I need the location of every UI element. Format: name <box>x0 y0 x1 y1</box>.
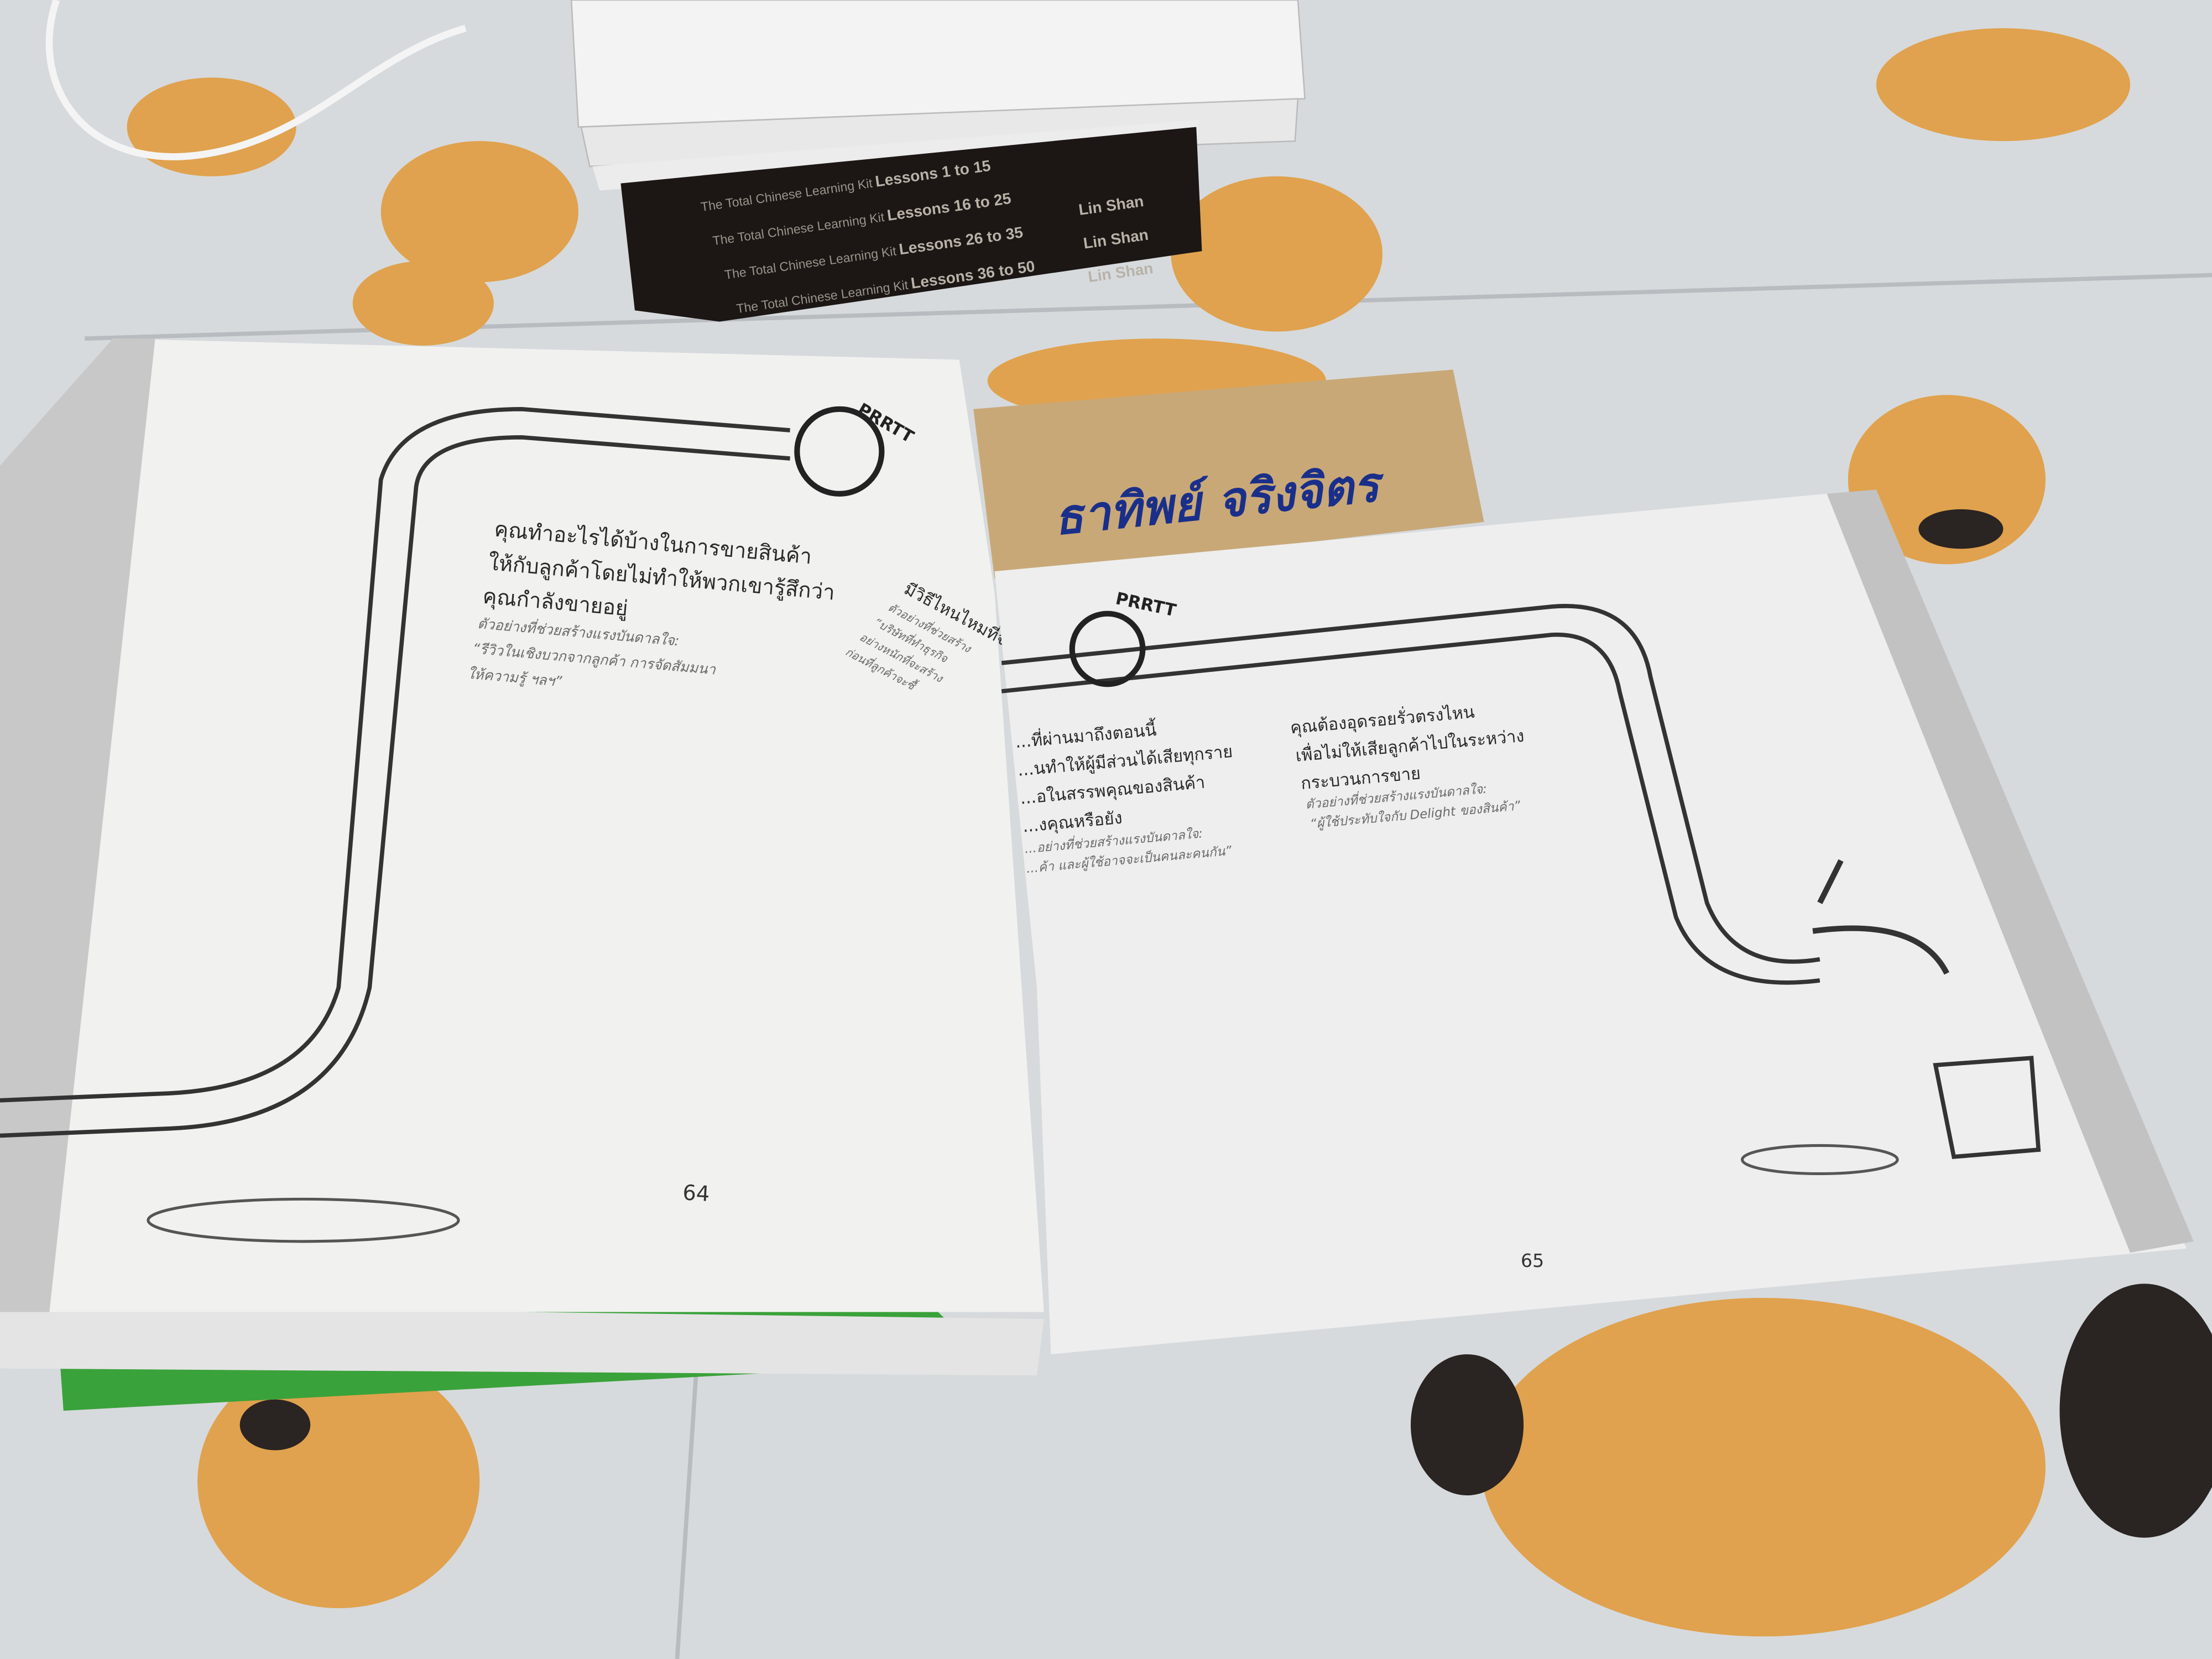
koi-spots <box>239 509 2212 1538</box>
page-number: 65 <box>1521 1250 1544 1271</box>
water-puddle <box>147 1197 460 1243</box>
right-page: PRRTT ...ที่ผ่านมาถึงตอนนี้ ...นทำให้ผู้… <box>994 489 2194 1354</box>
right-page-side-tab <box>1827 489 2194 1253</box>
water-glass-icon <box>1933 1056 2041 1159</box>
faucet-icon <box>1812 859 1949 975</box>
left-page-side-tab <box>0 338 155 1312</box>
page-block <box>0 1305 1044 1376</box>
valve-wheel-icon <box>794 406 885 497</box>
pipe-illustration <box>1001 604 1820 964</box>
flower-pattern <box>127 28 2131 1637</box>
charging-cable <box>45 0 467 160</box>
left-page: PRRTT คุณทำอะไรได้บ้างในการขายสินค้า ให้… <box>0 338 1044 1312</box>
book-spines <box>620 127 1202 322</box>
pipe-illustration <box>0 406 790 1103</box>
page-number: 64 <box>682 1180 710 1206</box>
water-puddle <box>1740 1144 1899 1175</box>
book-stack: The Total Chinese Learning Kit Lessons 1… <box>570 0 1306 322</box>
tile-seam <box>675 1340 701 1659</box>
valve-wheel-icon <box>1069 611 1146 687</box>
cardboard-name-label: ธาทิพย์ จริงจิตร <box>973 369 1484 578</box>
